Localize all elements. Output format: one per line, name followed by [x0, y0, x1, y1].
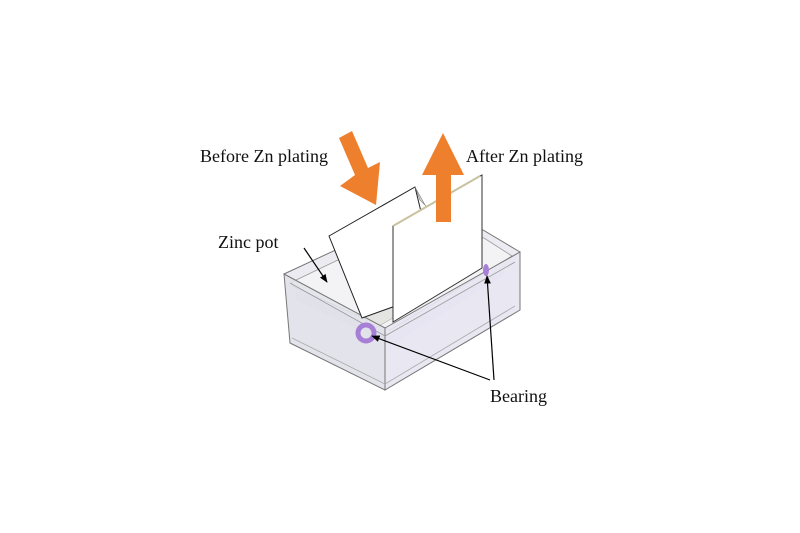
label-bearing: Bearing — [490, 386, 547, 406]
pointer-bearing-front — [371, 335, 491, 381]
arrow-down-icon — [339, 131, 380, 205]
pointer-zinc-pot — [303, 247, 328, 283]
label-after: After Zn plating — [466, 146, 583, 166]
arrow-up-icon — [422, 133, 464, 222]
bearing-front — [355, 322, 377, 344]
label-before: Before Zn plating — [200, 146, 328, 166]
pointer-bearing-back — [484, 275, 495, 381]
label-zinc-pot: Zinc pot — [218, 232, 279, 252]
bearing-back — [483, 264, 489, 276]
